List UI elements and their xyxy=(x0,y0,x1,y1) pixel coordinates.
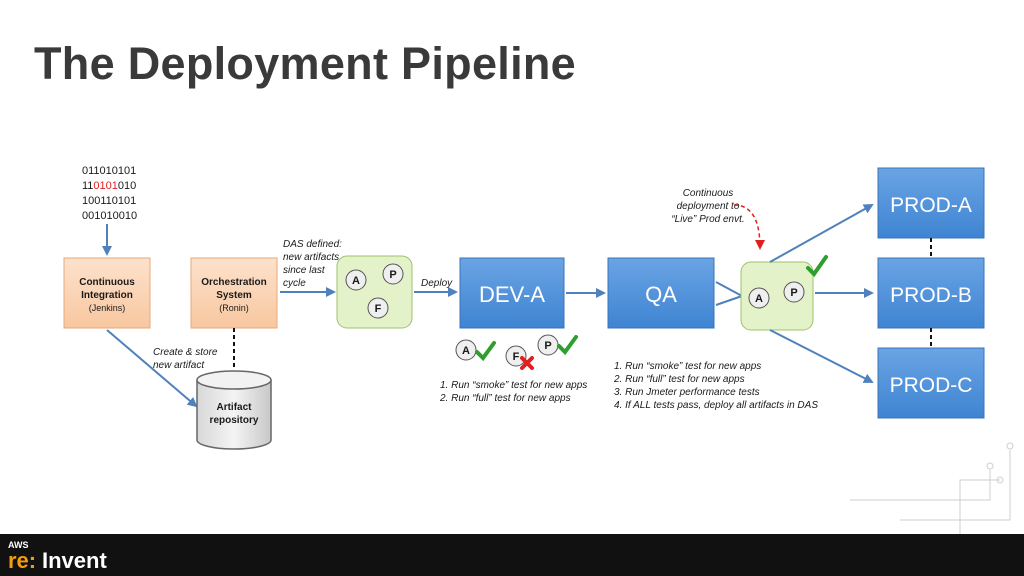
binary-line-1: 011010101 xyxy=(82,165,136,177)
arrow-cd-note xyxy=(733,204,765,250)
qa-test-2: 2. Run “full” test for new apps xyxy=(613,374,745,385)
das-note: DAS defined: new artifacts since last cy… xyxy=(283,239,342,289)
link-qa-to-das2-b xyxy=(715,295,743,306)
env-qa: QA xyxy=(607,257,715,329)
fail-x-icon xyxy=(520,356,534,370)
svg-text:Orchestration: Orchestration xyxy=(201,277,267,288)
cd-note: Continuous deployment to “Live” Prod env… xyxy=(671,188,744,225)
binary-line-4: 001010010 xyxy=(82,210,137,222)
svg-text:Integration: Integration xyxy=(81,290,133,301)
env-prod-c: PROD-C xyxy=(877,347,985,419)
svg-text:System: System xyxy=(216,290,252,301)
svg-text:PROD-B: PROD-B xyxy=(890,284,972,307)
ci-box: Continuous Integration (Jenkins) xyxy=(63,257,151,329)
orchestration-box: Orchestration System (Ronin) xyxy=(190,257,278,329)
svg-text:P: P xyxy=(790,287,797,299)
check-icon xyxy=(557,335,578,356)
svg-text:(Ronin): (Ronin) xyxy=(219,303,249,313)
svg-text:A: A xyxy=(352,275,360,287)
create-store-2: new artifact xyxy=(153,360,205,371)
check-icon xyxy=(806,255,828,278)
svg-text:A: A xyxy=(462,345,470,357)
env-prod-b: PROD-B xyxy=(877,257,985,329)
binary-code: 011010101 110101010 100110101 001010010 xyxy=(82,165,137,222)
svg-text:A: A xyxy=(755,293,763,305)
svg-text:F: F xyxy=(513,351,520,363)
qa-test-3: 3. Run Jmeter performance tests xyxy=(614,387,760,398)
svg-text:new artifacts: new artifacts xyxy=(283,252,339,263)
svg-text:deployment to: deployment to xyxy=(677,201,740,212)
das-artifact-group: A P F xyxy=(336,255,413,329)
svg-text:DAS defined:: DAS defined: xyxy=(283,239,342,250)
dev-test-2: 2. Run “full” test for new apps xyxy=(439,393,571,404)
das-approved-group: A P xyxy=(740,255,828,331)
svg-text:F: F xyxy=(375,303,382,315)
svg-text:P: P xyxy=(389,269,396,281)
env-dev-a: DEV-A xyxy=(459,257,565,329)
circuit-decoration xyxy=(850,442,1014,534)
env-prod-a: PROD-A xyxy=(877,167,985,239)
footer-bar: AWS re: Invent xyxy=(0,534,1024,576)
svg-text:PROD-C: PROD-C xyxy=(890,374,973,397)
arrow-to-prod-a xyxy=(769,204,874,263)
binary-line-3: 100110101 xyxy=(82,195,136,207)
svg-text:PROD-A: PROD-A xyxy=(890,194,972,217)
qa-test-1: 1. Run “smoke” test for new apps xyxy=(614,361,761,372)
svg-text:DEV-A: DEV-A xyxy=(479,282,545,307)
binary-line-2: 110101010 xyxy=(82,180,136,192)
qa-test-4: 4. If ALL tests pass, deploy all artifac… xyxy=(614,400,818,411)
page-title: The Deployment Pipeline xyxy=(34,38,576,89)
artifact-repository: Artifact repository xyxy=(196,370,272,450)
svg-text:QA: QA xyxy=(645,282,677,307)
svg-text:since last: since last xyxy=(283,265,326,276)
svg-text:Artifact: Artifact xyxy=(216,402,252,413)
svg-text:P: P xyxy=(544,340,551,352)
deploy-label: Deploy xyxy=(421,278,453,289)
svg-text:“Live” Prod envt.: “Live” Prod envt. xyxy=(671,214,744,225)
pipeline-diagram: 011010101 110101010 100110101 001010010 … xyxy=(63,165,1014,534)
link-qa-to-das2 xyxy=(715,281,743,297)
dev-test-results: A F P xyxy=(455,334,578,370)
svg-text:(Jenkins): (Jenkins) xyxy=(89,303,126,313)
arrow-to-prod-c xyxy=(769,329,874,383)
svg-text:cycle: cycle xyxy=(283,278,306,289)
svg-text:Continuous: Continuous xyxy=(683,188,734,199)
create-store-1: Create & store xyxy=(153,347,218,358)
svg-text:repository: repository xyxy=(210,415,259,426)
svg-text:Continuous: Continuous xyxy=(79,277,135,288)
dev-test-1: 1. Run “smoke” test for new apps xyxy=(440,380,587,391)
check-icon xyxy=(475,341,496,362)
arrow-ci-to-repo xyxy=(106,329,198,408)
